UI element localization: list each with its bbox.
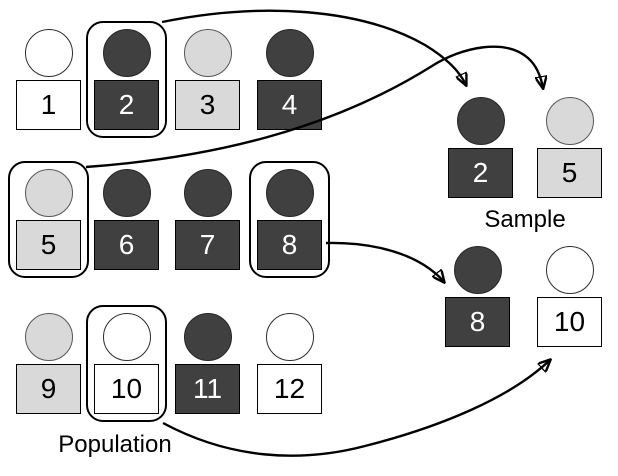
population-member-5: 5 [8, 161, 89, 278]
population-member-4: 4 [249, 21, 330, 138]
person-head-icon [24, 313, 73, 361]
person-head-icon [102, 313, 151, 361]
person-head-icon [102, 169, 151, 217]
population-member-9: 9 [8, 305, 89, 422]
person-number-card: 8 [445, 297, 510, 347]
person-number: 3 [199, 89, 216, 120]
person-head-icon [102, 29, 151, 77]
person-number-card: 2 [448, 148, 513, 198]
person-number-card: 9 [16, 364, 81, 414]
sample-member-10: 10 [529, 238, 610, 355]
sample-label: Sample [484, 206, 566, 233]
person-number: 8 [469, 306, 486, 337]
person-number: 2 [472, 157, 489, 188]
population-member-7: 7 [167, 161, 248, 278]
person-head-icon [453, 246, 502, 294]
person-number-card: 6 [94, 220, 159, 270]
person-head-icon [265, 169, 314, 217]
person-number: 6 [118, 229, 135, 260]
person-number-card: 8 [257, 220, 322, 270]
person-head-icon [183, 313, 232, 361]
person-head-icon [545, 246, 594, 294]
population-label: Population [58, 431, 172, 458]
person-number: 5 [40, 229, 57, 260]
population-member-10: 10 [86, 305, 167, 422]
person-number: 12 [273, 373, 306, 404]
person-number-card: 10 [537, 297, 602, 347]
person-number-card: 5 [16, 220, 81, 270]
person-number: 8 [281, 229, 298, 260]
person-head-icon [183, 169, 232, 217]
person-head-icon [456, 97, 505, 145]
person-number: 9 [40, 373, 57, 404]
population-member-12: 12 [249, 305, 330, 422]
person-number-card: 4 [257, 80, 322, 130]
person-head-icon [24, 29, 73, 77]
person-number: 1 [40, 89, 57, 120]
arrow-8-to-sample [325, 241, 444, 282]
person-number-card: 5 [537, 148, 602, 198]
person-number-card: 11 [175, 364, 240, 414]
population-member-8: 8 [249, 161, 330, 278]
person-number: 10 [110, 373, 143, 404]
sample-member-8: 8 [437, 238, 518, 355]
population-member-6: 6 [86, 161, 167, 278]
person-number-card: 2 [94, 80, 159, 130]
person-head-icon [24, 169, 73, 217]
person-number-card: 7 [175, 220, 240, 270]
population-member-3: 3 [167, 21, 248, 138]
person-head-icon [183, 29, 232, 77]
person-number: 11 [192, 373, 223, 404]
sample-member-5: 5 [529, 89, 610, 206]
person-head-icon [545, 97, 594, 145]
sample-member-2: 2 [440, 89, 521, 206]
population-member-2: 2 [86, 21, 167, 138]
population-member-11: 11 [167, 305, 248, 422]
person-number-card: 10 [94, 364, 159, 414]
person-head-icon [265, 313, 314, 361]
person-number-card: 1 [16, 80, 81, 130]
person-head-icon [265, 29, 314, 77]
person-number-card: 3 [175, 80, 240, 130]
person-number: 2 [118, 89, 135, 120]
population-member-1: 1 [8, 21, 89, 138]
person-number: 10 [553, 306, 586, 337]
person-number: 7 [199, 229, 216, 260]
person-number: 5 [561, 157, 578, 188]
person-number-card: 12 [257, 364, 322, 414]
person-number: 4 [281, 89, 298, 120]
